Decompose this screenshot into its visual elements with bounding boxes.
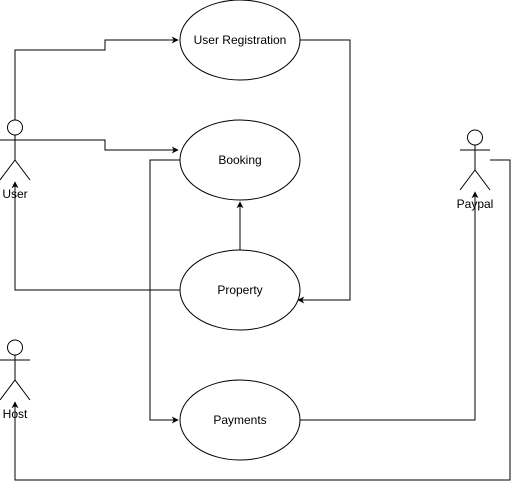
- use-case-booking-label: Booking: [218, 153, 261, 167]
- connector-registration-to-property: [297, 39, 351, 304]
- connector-user-to-registration: [14, 36, 179, 120]
- use-case-property-label: Property: [217, 283, 262, 297]
- actor-paypal-figure: [459, 129, 491, 191]
- use-case-property: [179, 249, 301, 331]
- connector-payments-to-paypal: [300, 191, 479, 421]
- actor-user-label: User: [2, 187, 27, 201]
- actor-user-figure: [0, 119, 31, 181]
- connector-paypal-to-host: [11, 159, 511, 481]
- connector-property-to-user: [11, 181, 180, 291]
- use-case-booking: [179, 119, 301, 201]
- connector-booking-to-payments: [149, 159, 180, 424]
- use-case-payments: [179, 379, 301, 461]
- actor-paypal-label: Paypal: [457, 197, 494, 211]
- use-case-registration-label: User Registration: [194, 33, 287, 47]
- use-case-payments-label: Payments: [213, 413, 266, 427]
- actor-host-figure: [0, 339, 31, 401]
- actor-host-label: Host: [3, 407, 28, 421]
- connector-user-to-booking: [15, 139, 179, 154]
- use-case-registration: [179, 0, 301, 81]
